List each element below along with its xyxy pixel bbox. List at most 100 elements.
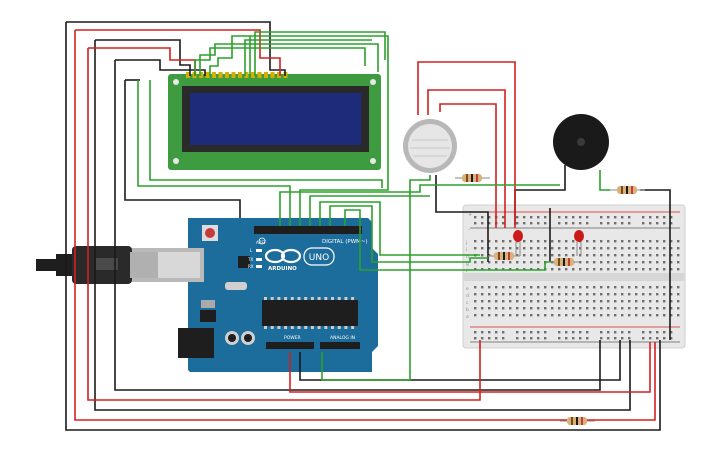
rail-hole[interactable]	[481, 331, 484, 334]
rail-hole[interactable]	[628, 222, 631, 225]
breadboard-hole[interactable]	[523, 307, 526, 310]
breadboard-hole[interactable]	[551, 247, 554, 250]
breadboard-hole[interactable]	[586, 247, 589, 250]
rail-hole[interactable]	[579, 331, 582, 334]
rail-hole[interactable]	[600, 337, 603, 340]
breadboard-hole[interactable]	[551, 268, 554, 271]
breadboard-hole[interactable]	[495, 293, 498, 296]
breadboard-hole[interactable]	[614, 240, 617, 243]
wire-red[interactable]	[88, 47, 196, 76]
breadboard-hole[interactable]	[635, 254, 638, 257]
breadboard-hole[interactable]	[600, 307, 603, 310]
rail-hole[interactable]	[586, 337, 589, 340]
breadboard-hole[interactable]	[565, 254, 568, 257]
breadboard-hole[interactable]	[509, 286, 512, 289]
breadboard-hole[interactable]	[663, 293, 666, 296]
rail-hole[interactable]	[642, 331, 645, 334]
breadboard-hole[interactable]	[502, 293, 505, 296]
wire-black[interactable]	[94, 40, 631, 411]
breadboard-hole[interactable]	[474, 307, 477, 310]
breadboard-hole[interactable]	[656, 293, 659, 296]
rail-hole[interactable]	[565, 337, 568, 340]
rail-hole[interactable]	[537, 337, 540, 340]
breadboard-hole[interactable]	[558, 286, 561, 289]
breadboard-hole[interactable]	[488, 240, 491, 243]
breadboard-hole[interactable]	[607, 261, 610, 264]
rail-hole[interactable]	[530, 331, 533, 334]
breadboard-hole[interactable]	[579, 247, 582, 250]
rail-hole[interactable]	[663, 331, 666, 334]
breadboard-hole[interactable]	[663, 307, 666, 310]
breadboard-hole[interactable]	[544, 240, 547, 243]
breadboard-hole[interactable]	[621, 307, 624, 310]
rail-hole[interactable]	[649, 331, 652, 334]
breadboard-hole[interactable]	[509, 300, 512, 303]
rail-hole[interactable]	[523, 331, 526, 334]
wire-red[interactable]	[289, 342, 651, 393]
breadboard-hole[interactable]	[509, 247, 512, 250]
breadboard-hole[interactable]	[642, 293, 645, 296]
breadboard-hole[interactable]	[649, 286, 652, 289]
breadboard-hole[interactable]	[481, 254, 484, 257]
rail-hole[interactable]	[621, 222, 624, 225]
breadboard-hole[interactable]	[628, 268, 631, 271]
rail-hole[interactable]	[600, 331, 603, 334]
breadboard-hole[interactable]	[523, 300, 526, 303]
breadboard-hole[interactable]	[474, 314, 477, 317]
breadboard-hole[interactable]	[495, 240, 498, 243]
breadboard-hole[interactable]	[614, 300, 617, 303]
wire-red[interactable]	[427, 89, 506, 228]
breadboard-hole[interactable]	[551, 307, 554, 310]
breadboard-hole[interactable]	[635, 307, 638, 310]
rail-hole[interactable]	[649, 216, 652, 219]
rail-hole[interactable]	[579, 216, 582, 219]
breadboard-hole[interactable]	[621, 268, 624, 271]
breadboard-hole[interactable]	[544, 293, 547, 296]
breadboard-hole[interactable]	[530, 300, 533, 303]
rail-hole[interactable]	[614, 337, 617, 340]
gas-sensor[interactable]	[403, 119, 457, 173]
breadboard-hole[interactable]	[628, 254, 631, 257]
breadboard-hole[interactable]	[537, 314, 540, 317]
breadboard-hole[interactable]	[551, 240, 554, 243]
led-2[interactable]	[574, 230, 584, 256]
breadboard-hole[interactable]	[614, 314, 617, 317]
breadboard-hole[interactable]	[656, 286, 659, 289]
breadboard-hole[interactable]	[628, 307, 631, 310]
breadboard-hole[interactable]	[516, 254, 519, 257]
breadboard-hole[interactable]	[558, 314, 561, 317]
rail-hole[interactable]	[586, 216, 589, 219]
rail-hole[interactable]	[656, 222, 659, 225]
breadboard-hole[interactable]	[530, 286, 533, 289]
breadboard-hole[interactable]	[628, 300, 631, 303]
breadboard-hole[interactable]	[670, 254, 673, 257]
wire-black[interactable]	[95, 39, 191, 76]
breadboard-hole[interactable]	[593, 247, 596, 250]
rail-hole[interactable]	[502, 222, 505, 225]
breadboard-hole[interactable]	[614, 286, 617, 289]
breadboard-hole[interactable]	[586, 300, 589, 303]
lcd-pin[interactable]	[205, 72, 210, 78]
breadboard-hole[interactable]	[579, 254, 582, 257]
breadboard-hole[interactable]	[600, 268, 603, 271]
wire-black[interactable]	[114, 60, 601, 391]
breadboard-hole[interactable]	[607, 240, 610, 243]
breadboard-hole[interactable]	[670, 247, 673, 250]
rail-hole[interactable]	[649, 337, 652, 340]
rail-hole[interactable]	[523, 222, 526, 225]
breadboard-hole[interactable]	[502, 286, 505, 289]
breadboard-hole[interactable]	[579, 307, 582, 310]
breadboard-hole[interactable]	[474, 300, 477, 303]
rail-hole[interactable]	[481, 337, 484, 340]
breadboard-hole[interactable]	[621, 300, 624, 303]
breadboard-hole[interactable]	[537, 293, 540, 296]
lcd-pin[interactable]	[212, 72, 216, 78]
breadboard-hole[interactable]	[677, 268, 680, 271]
breadboard-hole[interactable]	[502, 307, 505, 310]
rail-hole[interactable]	[642, 337, 645, 340]
rail-hole[interactable]	[621, 331, 624, 334]
breadboard-hole[interactable]	[635, 286, 638, 289]
wire-black[interactable]	[640, 189, 671, 228]
breadboard-hole[interactable]	[663, 261, 666, 264]
